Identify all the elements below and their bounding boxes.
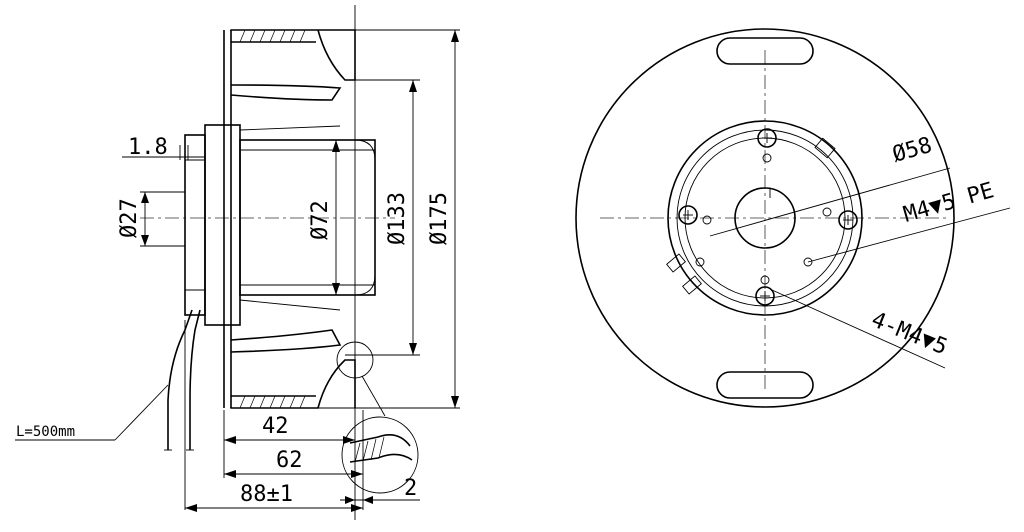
dim-thickness: 1.8 [128,135,168,160]
screw-left [678,205,698,225]
dim-62: 62 [276,448,303,473]
screw-right [838,210,858,230]
dim-shaft-diameter: Ø27 [117,198,142,238]
dim-inlet-diameter: Ø133 [385,192,410,245]
detail-hatch [354,436,385,463]
screw-top [757,128,777,148]
dim-length: 88±1 [240,482,293,507]
dim-bolt-circle: Ø58 [890,133,935,168]
side-view: Ø175 Ø133 Ø72 Ø27 1.8 42 62 [15,5,460,520]
dim-42: 42 [262,414,289,439]
cable-length-label: L=500mm [16,424,75,440]
mount-holes-label: 4-M4▼5 [868,307,951,360]
dim-motor-diameter: Ø72 [308,200,333,240]
screw-bottom [755,286,775,306]
top-shroud-hatch [239,29,306,43]
dim-outer-diameter: Ø175 [427,192,452,245]
bottom-shroud-hatch [239,395,306,409]
dim-2: 2 [404,476,417,501]
front-view: Ø58 M4▼5 PE 4-M4▼5 [575,28,1011,408]
pe-hole-label: M4▼5 PE [901,178,997,228]
